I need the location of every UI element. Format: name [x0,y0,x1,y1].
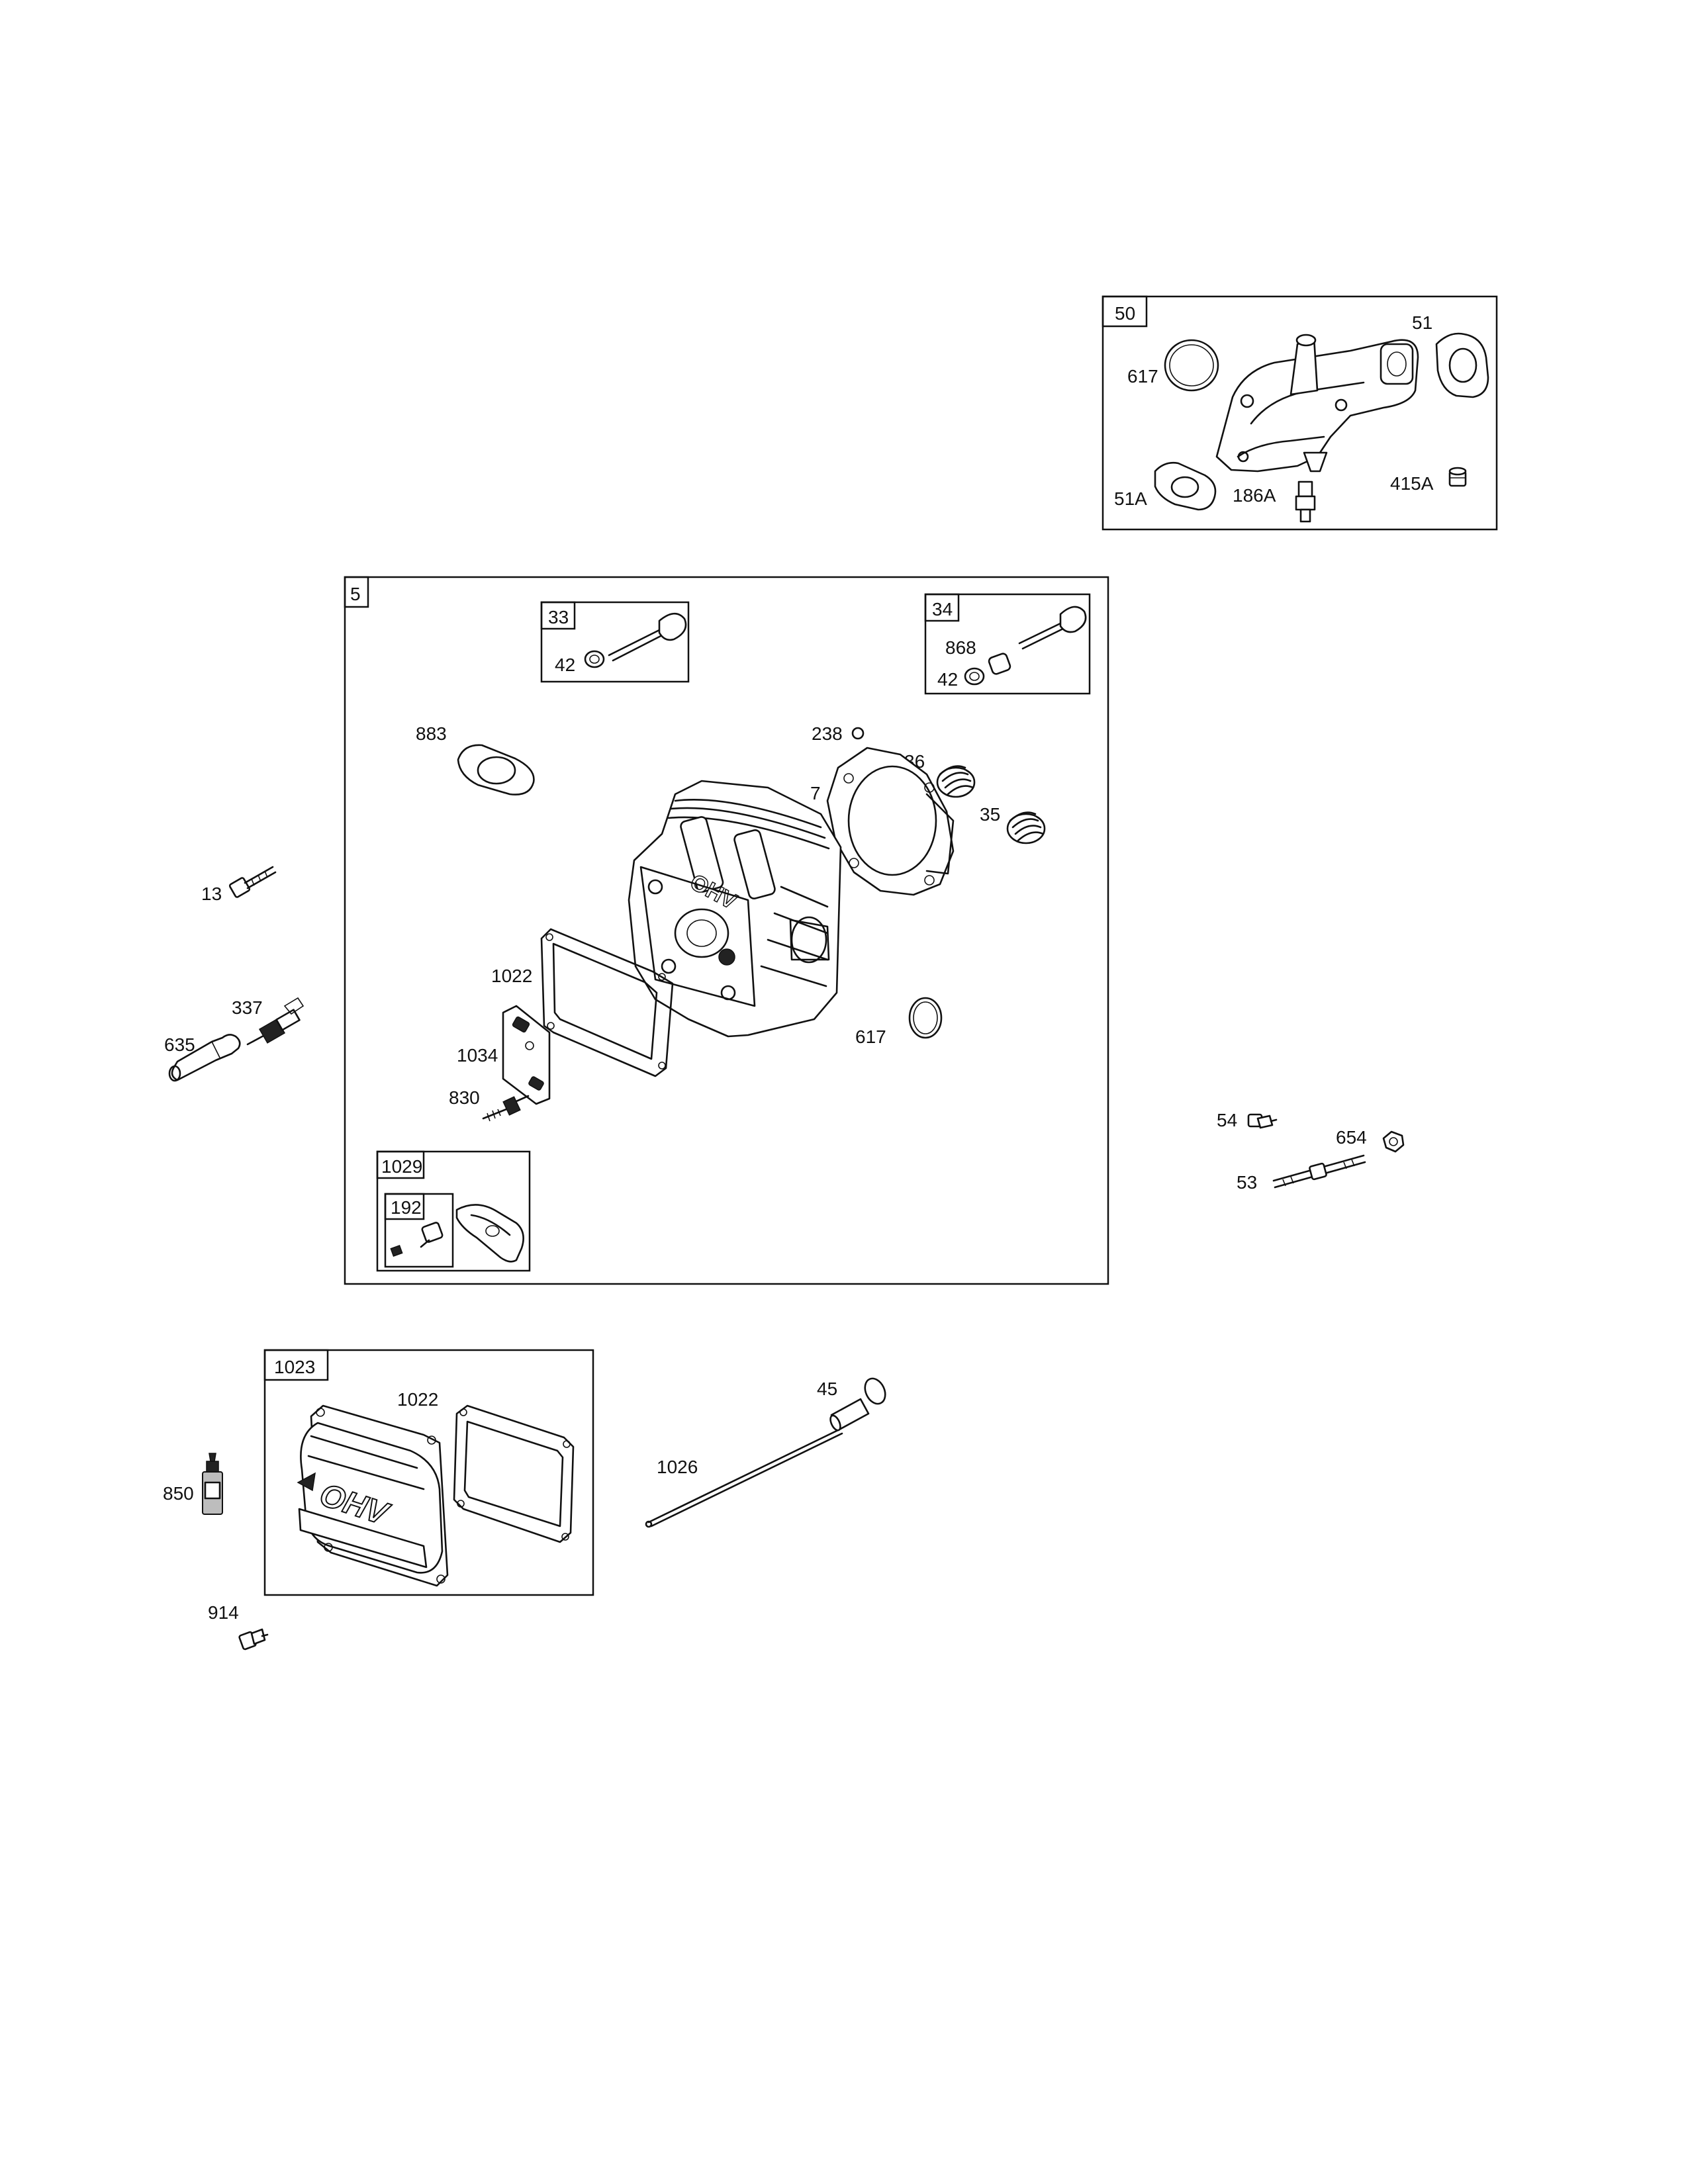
label-186A: 186A [1233,485,1276,506]
label-42-34: 42 [937,669,958,690]
label-7: 7 [810,783,821,803]
label-868: 868 [945,637,976,658]
label-654: 654 [1336,1127,1367,1148]
breather-icon [502,1005,551,1105]
spark-plug-icon [246,997,305,1046]
label-617-mid: 617 [855,1026,886,1047]
label-45: 45 [817,1379,837,1399]
valve-keeper-icon [964,667,985,686]
rocker-arm-icon [455,1204,524,1263]
label-415A: 415A [1390,473,1434,494]
o-ring-icon [1164,339,1219,392]
screw-icon [390,1222,444,1257]
group-1023-valve-cover: 1023 OHV 1022 [263,1349,594,1596]
box-5-frame [344,576,1109,1285]
o-ring-icon [908,997,943,1039]
cylinder-head-icon: OHV [628,780,842,1038]
label-1022-mid: 1022 [491,966,532,986]
gasket-icon [1435,332,1489,398]
label-337: 337 [232,997,263,1018]
box-1029-tag [376,1150,425,1179]
label-50: 50 [1115,303,1135,324]
label-830: 830 [449,1087,480,1108]
label-33: 33 [548,607,569,627]
box-34-frame [924,593,1091,695]
gasket-icon [453,1404,575,1543]
label-35: 35 [980,804,1000,825]
screw-icon [1247,1113,1278,1129]
label-1029: 1029 [381,1156,422,1177]
gasket-icon [1154,461,1217,511]
stud-icon [1272,1154,1366,1189]
box-33-frame [540,601,690,683]
valve-keeper-icon [851,727,865,740]
label-1034: 1034 [457,1045,498,1066]
group-50-intake: 50 617 51 [1102,295,1498,531]
spark-plug-boot-icon [168,1034,241,1082]
gasket-icon [826,747,955,896]
valve-cover-icon: OHV [297,1404,449,1587]
label-1022-low: 1022 [397,1389,438,1410]
intake-manifold-icon [1215,334,1419,473]
label-13: 13 [201,884,222,904]
label-51: 51 [1412,312,1432,333]
screw-icon [238,1628,269,1651]
stud-icon [482,1095,530,1122]
gasket-icon [540,928,674,1077]
box-50-tag [1102,295,1148,328]
valve-icon [608,612,687,662]
group-5-cylinder-head: 5 33 42 34 868 42 [344,576,1109,1285]
push-rod-icon [645,1428,843,1528]
valve-seal-icon [988,653,1011,675]
label-34: 34 [932,599,953,619]
gasket-icon [457,744,535,796]
label-883: 883 [416,723,447,744]
label-635: 635 [164,1034,195,1055]
label-1023: 1023 [274,1357,315,1377]
label-51A: 51A [1114,488,1147,509]
label-5: 5 [350,584,361,604]
valve-icon [1018,606,1087,650]
box-50-frame [1102,295,1498,531]
sealant-tube-icon [202,1453,223,1515]
valve-keeper-icon [584,650,605,668]
label-617-top: 617 [1127,366,1158,387]
bolt-icon [228,866,277,898]
label-850: 850 [163,1483,194,1504]
box-5-tag [344,576,369,608]
label-192: 192 [391,1197,422,1218]
plug-icon [1448,467,1467,487]
valve-spring-icon [936,765,976,798]
tappet-icon [829,1377,886,1432]
valve-spring-icon [1006,811,1046,844]
label-914: 914 [208,1602,239,1623]
label-42-33: 42 [555,655,575,675]
label-54: 54 [1217,1110,1237,1130]
box-1023-tag [263,1349,329,1381]
label-238: 238 [812,723,843,744]
box-33-tag [540,601,576,630]
box-192-tag [384,1193,425,1220]
plug-icon [1382,1130,1405,1153]
fitting-icon [1295,480,1316,523]
label-1026: 1026 [657,1457,698,1477]
box-1023-frame [263,1349,594,1596]
label-53: 53 [1237,1172,1257,1193]
box-1029-frame [376,1150,531,1272]
box-34-tag [924,593,960,622]
